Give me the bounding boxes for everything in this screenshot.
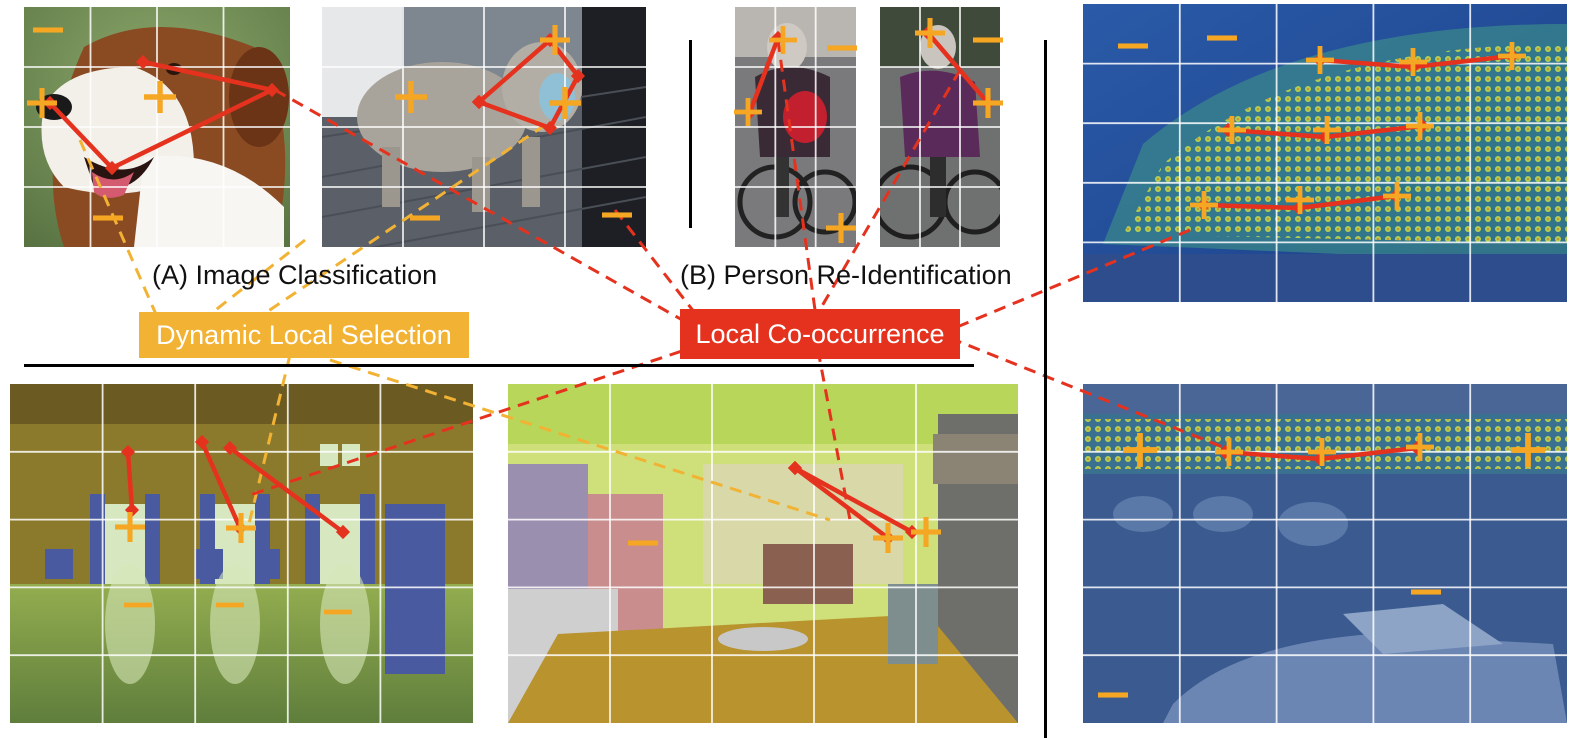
crowd-heatmap-photo-1 — [1083, 4, 1567, 302]
cyclist-photo-1 — [735, 7, 856, 247]
small-dog-photo — [322, 7, 646, 247]
kitchen-photo — [508, 384, 1018, 723]
divider-vertical-right — [1044, 40, 1047, 738]
caption-image-classification: (A) Image Classification — [152, 260, 438, 290]
divider-vertical-ab — [689, 40, 692, 228]
caption-person-reid: (B) Person Re-Identification — [680, 260, 1012, 290]
dynamic-local-selection-label: Dynamic Local Selection — [139, 312, 469, 358]
crowd-heatmap-photo-2 — [1083, 384, 1567, 723]
local-cooccurrence-label: Local Co-occurrence — [680, 309, 960, 359]
divider-horizontal — [24, 364, 974, 367]
dog-face-photo — [24, 7, 290, 247]
ballroom-photo — [10, 384, 473, 723]
cyclist-photo-2 — [880, 7, 1000, 247]
